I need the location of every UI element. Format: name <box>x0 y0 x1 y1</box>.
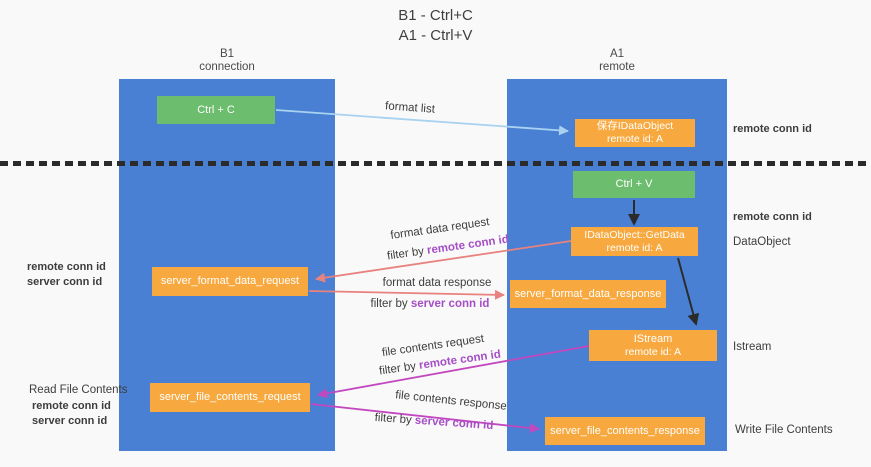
node-server-format-data-request: server_format_data_request <box>152 267 308 296</box>
node-ctrl-v: Ctrl + V <box>573 171 695 198</box>
label-filter-by-text: filter by <box>378 359 420 378</box>
annotation-write-file-contents: Write File Contents <box>735 424 833 436</box>
label-filter-by-text: filter by <box>374 411 416 427</box>
node-ctrl-v-label: Ctrl + V <box>615 178 653 190</box>
node-ctrl-c: Ctrl + C <box>157 96 275 124</box>
annotation-server-conn-id-left-2: server conn id <box>32 415 108 427</box>
label-filter-by-text: filter by <box>370 298 411 310</box>
node-istream: IStream remote id: A <box>589 330 717 361</box>
node-istream-line1: IStream <box>633 332 673 345</box>
label-format-data-response: format data response <box>382 277 492 289</box>
title-line-1: B1 - Ctrl+C <box>398 7 473 24</box>
node-server-file-contents-response-label: server_file_contents_response <box>550 424 700 437</box>
lane-b1-role: connection <box>199 61 255 73</box>
node-server-format-data-response: server_format_data_response <box>510 280 666 308</box>
node-save-idataobject-line2: remote id: A <box>606 133 664 145</box>
node-server-file-contents-request: server_file_contents_request <box>150 383 310 412</box>
annotation-read-file-contents: Read File Contents <box>29 384 128 396</box>
node-server-file-contents-response: server_file_contents_response <box>545 417 705 445</box>
node-istream-line2: remote id: A <box>624 345 682 358</box>
label-remote-conn-id: remote conn id <box>426 233 510 257</box>
lane-header-b1: B1 connection <box>119 48 335 74</box>
label-format-list: format list <box>384 100 436 116</box>
lane-header-a1: A1 remote <box>507 48 727 74</box>
label-filter-by-server-1: filter by server conn id <box>371 298 490 310</box>
lane-a1-role: remote <box>599 61 635 73</box>
node-server-file-contents-request-label: server_file_contents_request <box>159 391 301 403</box>
node-server-format-data-request-label: server_format_data_request <box>160 275 300 287</box>
separator-dashed-line <box>0 161 871 166</box>
title-line-2: A1 - Ctrl+V <box>398 27 473 44</box>
annotation-dataobject: DataObject <box>733 236 791 248</box>
annotation-remote-conn-id-left-1: remote conn id <box>27 261 106 273</box>
lane-b1-name: B1 <box>219 48 235 60</box>
node-idataobject-getdata: IDataObject::GetData remote id: A <box>571 227 698 256</box>
node-getdata-line2: remote id: A <box>606 241 663 254</box>
node-getdata-line1: IDataObject::GetData <box>584 228 685 241</box>
label-filter-by-server-2: filter by server conn id <box>374 412 493 432</box>
annotation-istream: Istream <box>733 341 772 353</box>
annotation-remote-conn-id-mid: remote conn id <box>733 211 812 223</box>
node-save-idataobject: 保存IDataObject remote id: A <box>575 119 695 147</box>
label-file-contents-response: file contents response <box>394 389 508 413</box>
node-server-format-data-response-label: server_format_data_response <box>514 287 662 300</box>
annotation-remote-conn-id-left-2: remote conn id <box>32 400 111 412</box>
label-server-conn-id: server conn id <box>410 298 490 310</box>
label-filter-by-text: filter by <box>386 244 428 263</box>
lane-a1-name: A1 <box>609 48 625 60</box>
annotation-server-conn-id-left-1: server conn id <box>27 276 103 288</box>
node-save-idataobject-line1: 保存IDataObject <box>596 120 674 132</box>
arrow-format-data-response <box>308 289 505 300</box>
diagram-title: B1 - Ctrl+C A1 - Ctrl+V <box>0 6 871 46</box>
label-server-conn-id: server conn id <box>414 414 494 433</box>
node-ctrl-c-label: Ctrl + C <box>197 103 235 116</box>
annotation-remote-conn-id-top: remote conn id <box>733 123 812 135</box>
